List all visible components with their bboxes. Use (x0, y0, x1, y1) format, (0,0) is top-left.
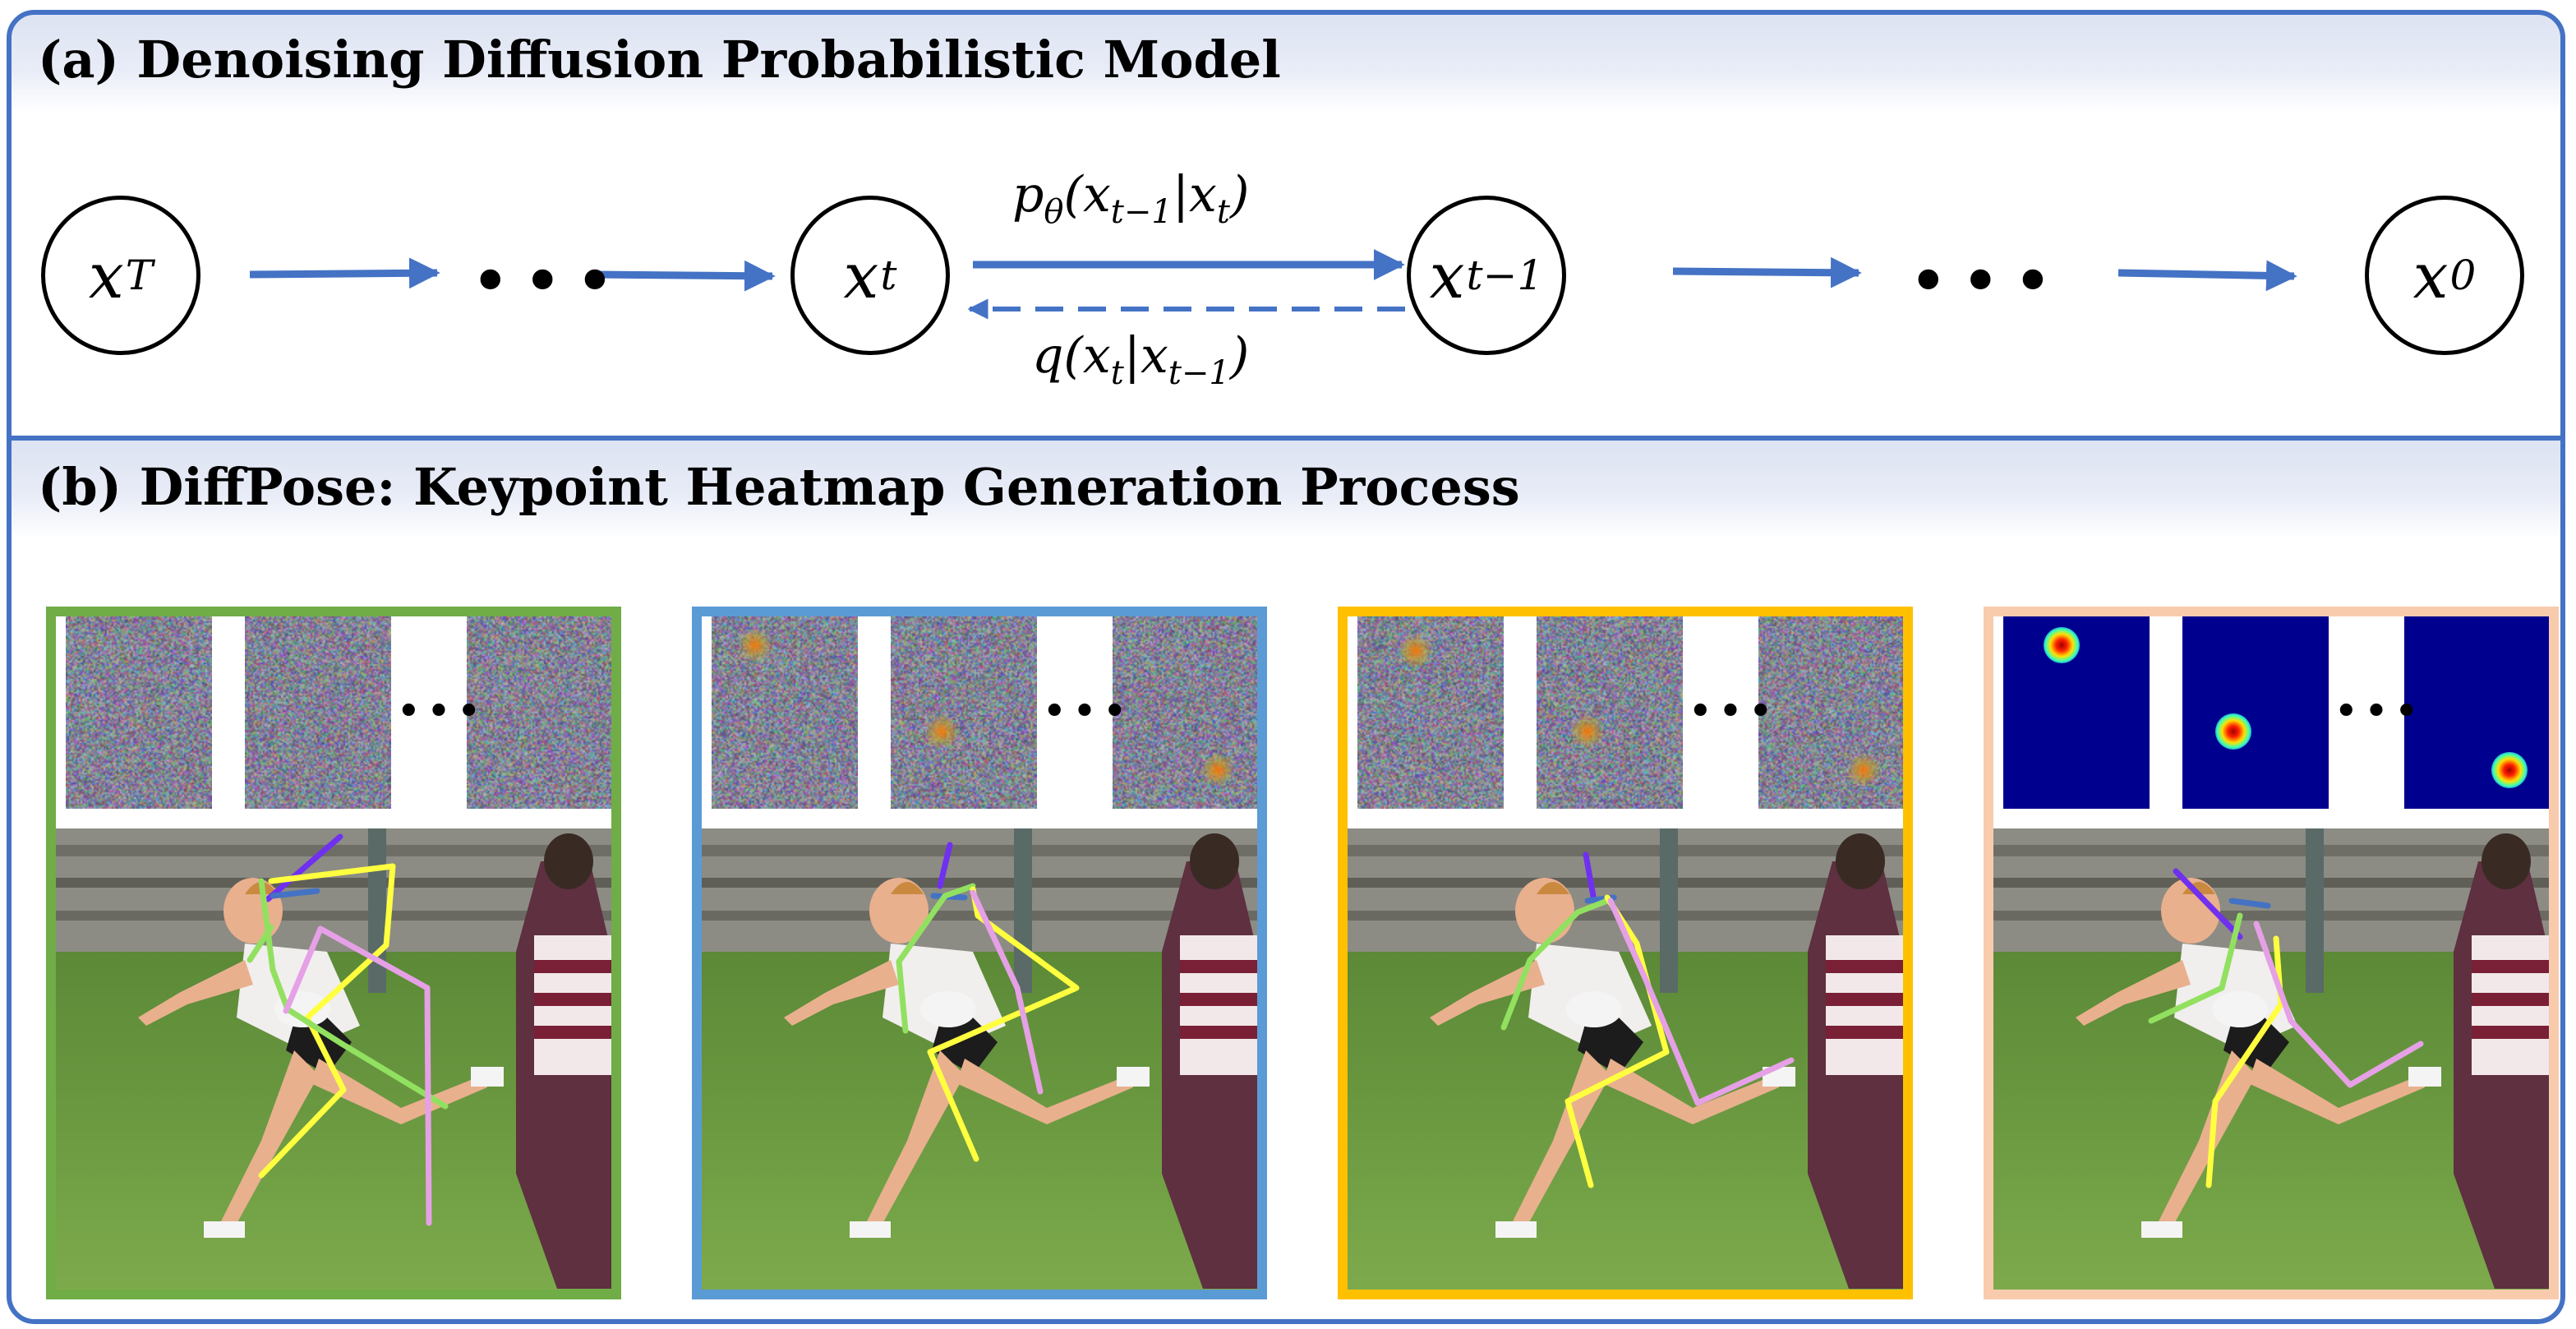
rugby-ball (920, 991, 976, 1027)
pose-photo (56, 828, 611, 1290)
fence-post (1014, 828, 1032, 993)
skeleton-limb (1583, 851, 1597, 904)
heatmap-thumbnail (712, 616, 858, 809)
skeleton-limb (970, 889, 1044, 1095)
panel-b-title: (b) DiffPose: Keypoint Heatmap Generatio… (38, 457, 1520, 517)
stage-4: ••• (1984, 607, 2559, 1299)
panel-a-title: (a) Denoising Diffusion Probabilistic Mo… (38, 30, 1281, 90)
fence-post (368, 828, 386, 993)
keypoint-skeleton (247, 833, 449, 1226)
player-arm (1430, 960, 1545, 1026)
heatmap-peak (1201, 754, 1235, 787)
player-leg (866, 1050, 965, 1231)
heatmap-thumbnail (1758, 616, 1903, 809)
skeleton-limb (258, 863, 396, 1179)
player-arm (2076, 960, 2191, 1026)
pose-photo (1348, 828, 1903, 1290)
skeleton-limb (1564, 894, 1670, 1188)
rugby-ball (1566, 991, 1622, 1027)
skeleton-limb (896, 883, 976, 965)
player-leg (2158, 1050, 2256, 1231)
panel-a-title-band (12, 15, 2560, 113)
skeleton-limb (2148, 912, 2243, 1024)
heatmap-thumbnail (1537, 616, 1683, 809)
ellipsis-left: ••• (470, 241, 627, 321)
pose-photo (1993, 828, 2549, 1290)
skeleton-limb (283, 925, 432, 1226)
heatmap-ellipsis: ••• (396, 687, 487, 736)
heatmap-thumbnail (2182, 616, 2329, 809)
skeleton-limb (247, 924, 274, 963)
rugby-ball (2212, 991, 2268, 1027)
heatmap-peak (925, 715, 959, 749)
panel-b-title-band (12, 441, 2560, 539)
heatmap-peak (1399, 635, 1433, 668)
heatmap-ellipsis: ••• (1042, 687, 1133, 736)
heatmap-ellipsis: ••• (2334, 687, 2425, 736)
skeleton-limb (2173, 868, 2243, 940)
heatmap-peak (1571, 715, 1605, 749)
reverse-process-label: pθ(xt−1|xt) (1012, 166, 1250, 231)
stage-3: ••• (1338, 607, 1913, 1299)
heatmap-thumbnail (1113, 616, 1257, 809)
skeleton-limb (1500, 898, 1611, 1031)
player-leg (220, 1050, 319, 1231)
heatmap-thumbnail (245, 616, 391, 809)
heatmap-thumbnail (891, 616, 1037, 809)
panel-b-frame (7, 436, 2565, 1324)
stage-1: ••• (46, 607, 621, 1299)
ellipsis-right: ••• (1908, 241, 2065, 321)
skeleton-limb (896, 958, 909, 1034)
heatmap-thumbnail (2003, 616, 2150, 809)
player-leg (1512, 1050, 1611, 1231)
heatmap-peak (1847, 754, 1881, 787)
heatmap-thumbnail (467, 616, 611, 809)
heatmap-thumbnail (2404, 616, 2549, 809)
stage-2: ••• (692, 607, 1267, 1299)
skeleton-limb (1607, 898, 1795, 1106)
heatmap-thumbnail (1357, 616, 1504, 809)
heatmap-thumbnail (66, 616, 212, 809)
player-arm (784, 960, 899, 1026)
fence-post (2306, 828, 2324, 993)
skeleton-limb (265, 833, 343, 902)
pose-photo (702, 828, 1257, 1290)
skeleton-limb (927, 886, 1080, 1162)
heatmap-peak (739, 629, 772, 662)
skeleton-limb (2253, 921, 2424, 1088)
fence-post (1660, 828, 1678, 993)
keypoint-skeleton (2148, 868, 2424, 1188)
heatmap-peak (2044, 627, 2081, 664)
forward-process-label: q(xt|xt−1) (1032, 327, 1250, 392)
skeleton-limb (270, 888, 320, 899)
keypoint-skeleton (1500, 851, 1795, 1188)
skeleton-limb (2228, 898, 2271, 909)
skeleton-limb (937, 842, 953, 889)
player-arm (138, 960, 253, 1026)
heatmap-peak (2491, 752, 2528, 789)
keypoint-skeleton (896, 842, 1080, 1162)
heatmap-ellipsis: ••• (1688, 687, 1779, 736)
heatmap-peak (2215, 713, 2252, 750)
skeleton-limb (2205, 935, 2284, 1188)
